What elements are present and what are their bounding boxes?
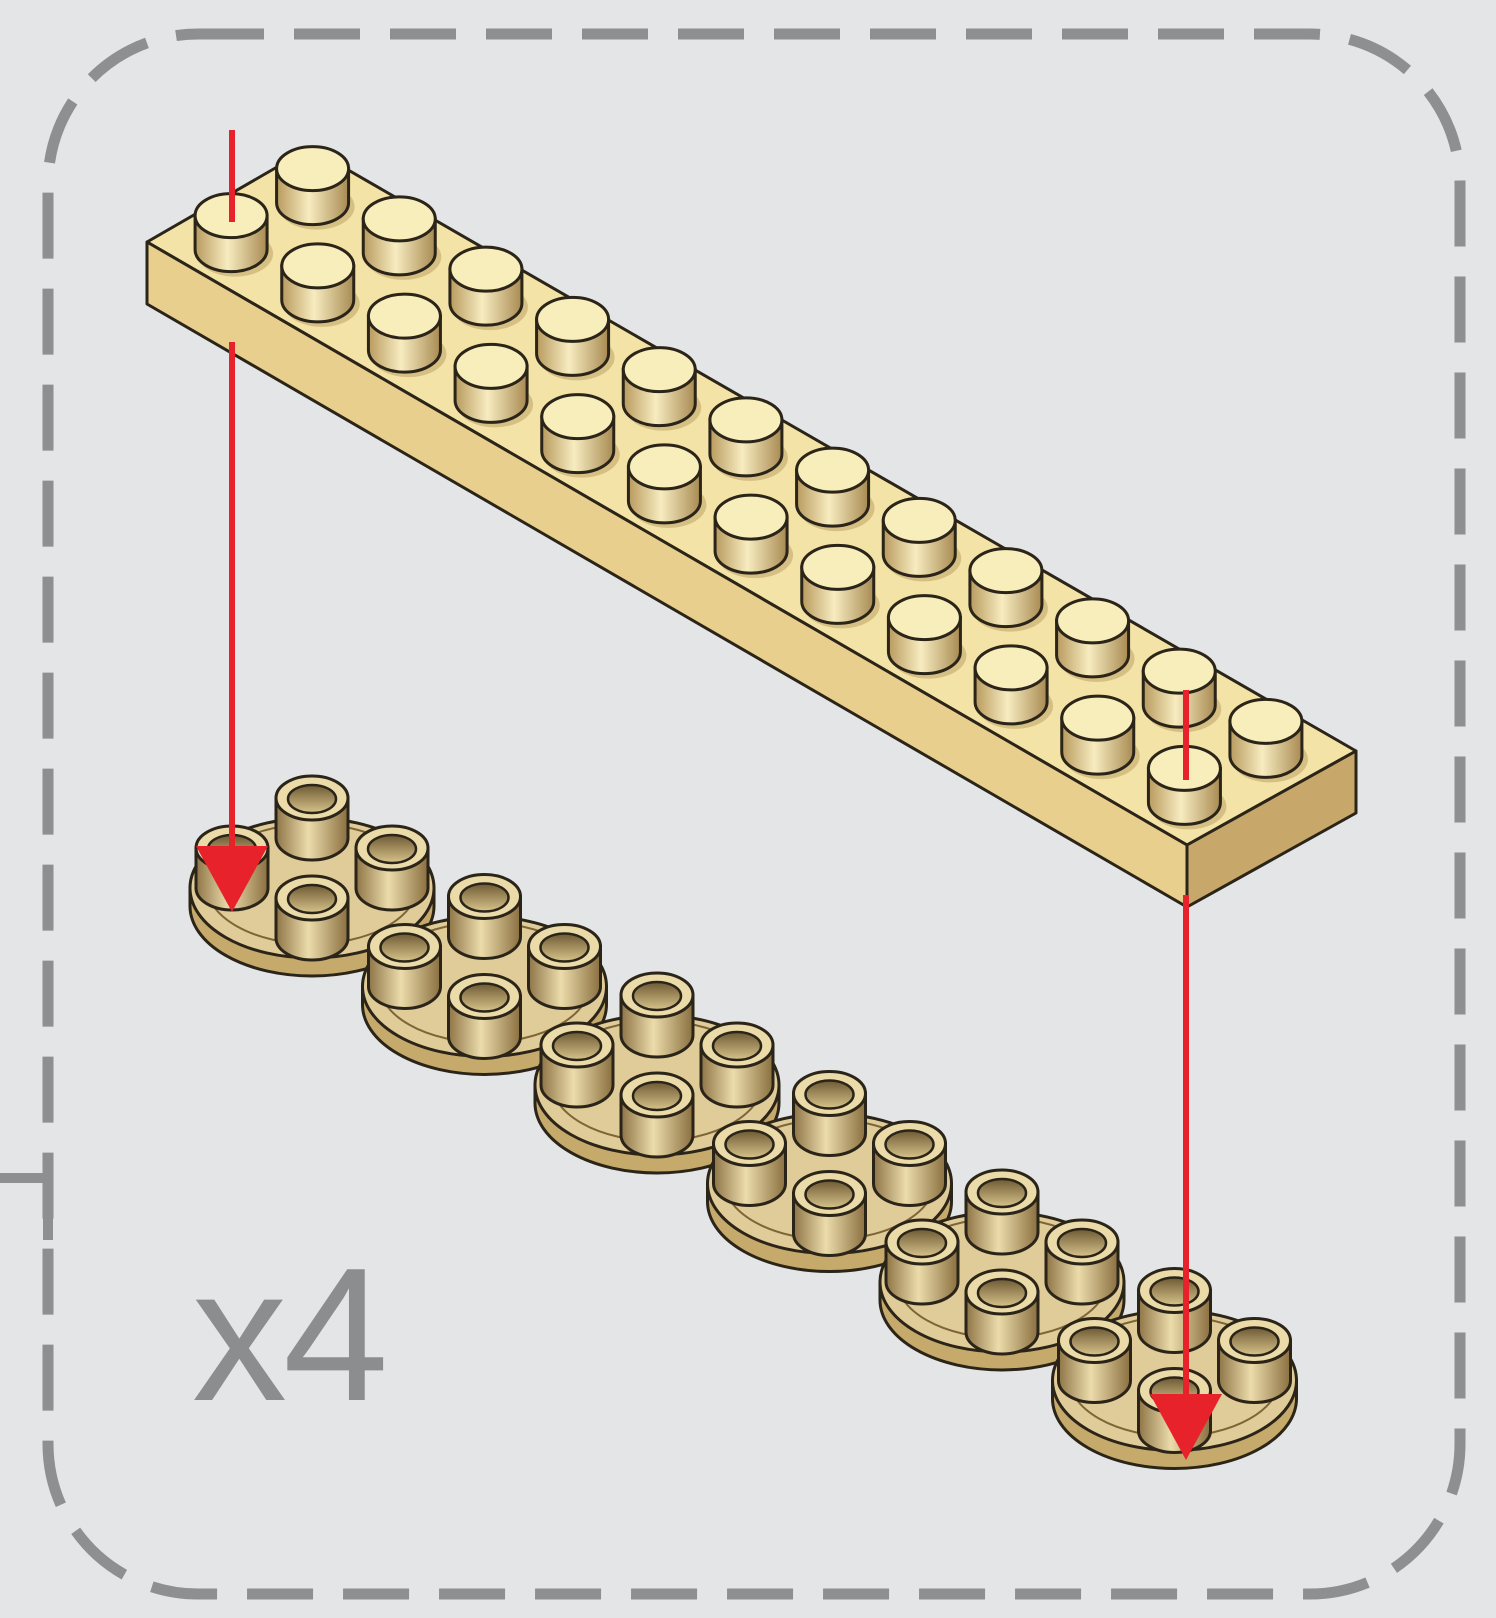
plate-stud xyxy=(623,348,701,431)
plate-stud xyxy=(1143,649,1221,732)
plate-stud xyxy=(628,445,706,528)
plate-stud xyxy=(883,498,961,581)
plate-stud xyxy=(975,646,1053,729)
plate-stud xyxy=(1062,696,1140,779)
quantity-label: x4 xyxy=(192,1240,385,1430)
plate-stud xyxy=(368,294,446,377)
plate-stud xyxy=(282,244,360,327)
plate-stud xyxy=(455,344,533,427)
plate-stud xyxy=(1057,599,1135,682)
plate-stud xyxy=(797,448,875,531)
plate-stud xyxy=(802,545,880,628)
plate-stud xyxy=(710,398,788,481)
plate-stud xyxy=(715,495,793,578)
plate-stud xyxy=(888,596,966,679)
plate-stud xyxy=(363,197,441,280)
plate-stud xyxy=(537,297,615,380)
plate-stud xyxy=(277,147,355,230)
plate-stud xyxy=(1230,699,1308,782)
adjacent-panel-corner xyxy=(0,1178,48,1240)
plate-stud xyxy=(542,395,620,478)
plate-stud xyxy=(450,247,528,330)
plate-stud xyxy=(970,549,1048,632)
